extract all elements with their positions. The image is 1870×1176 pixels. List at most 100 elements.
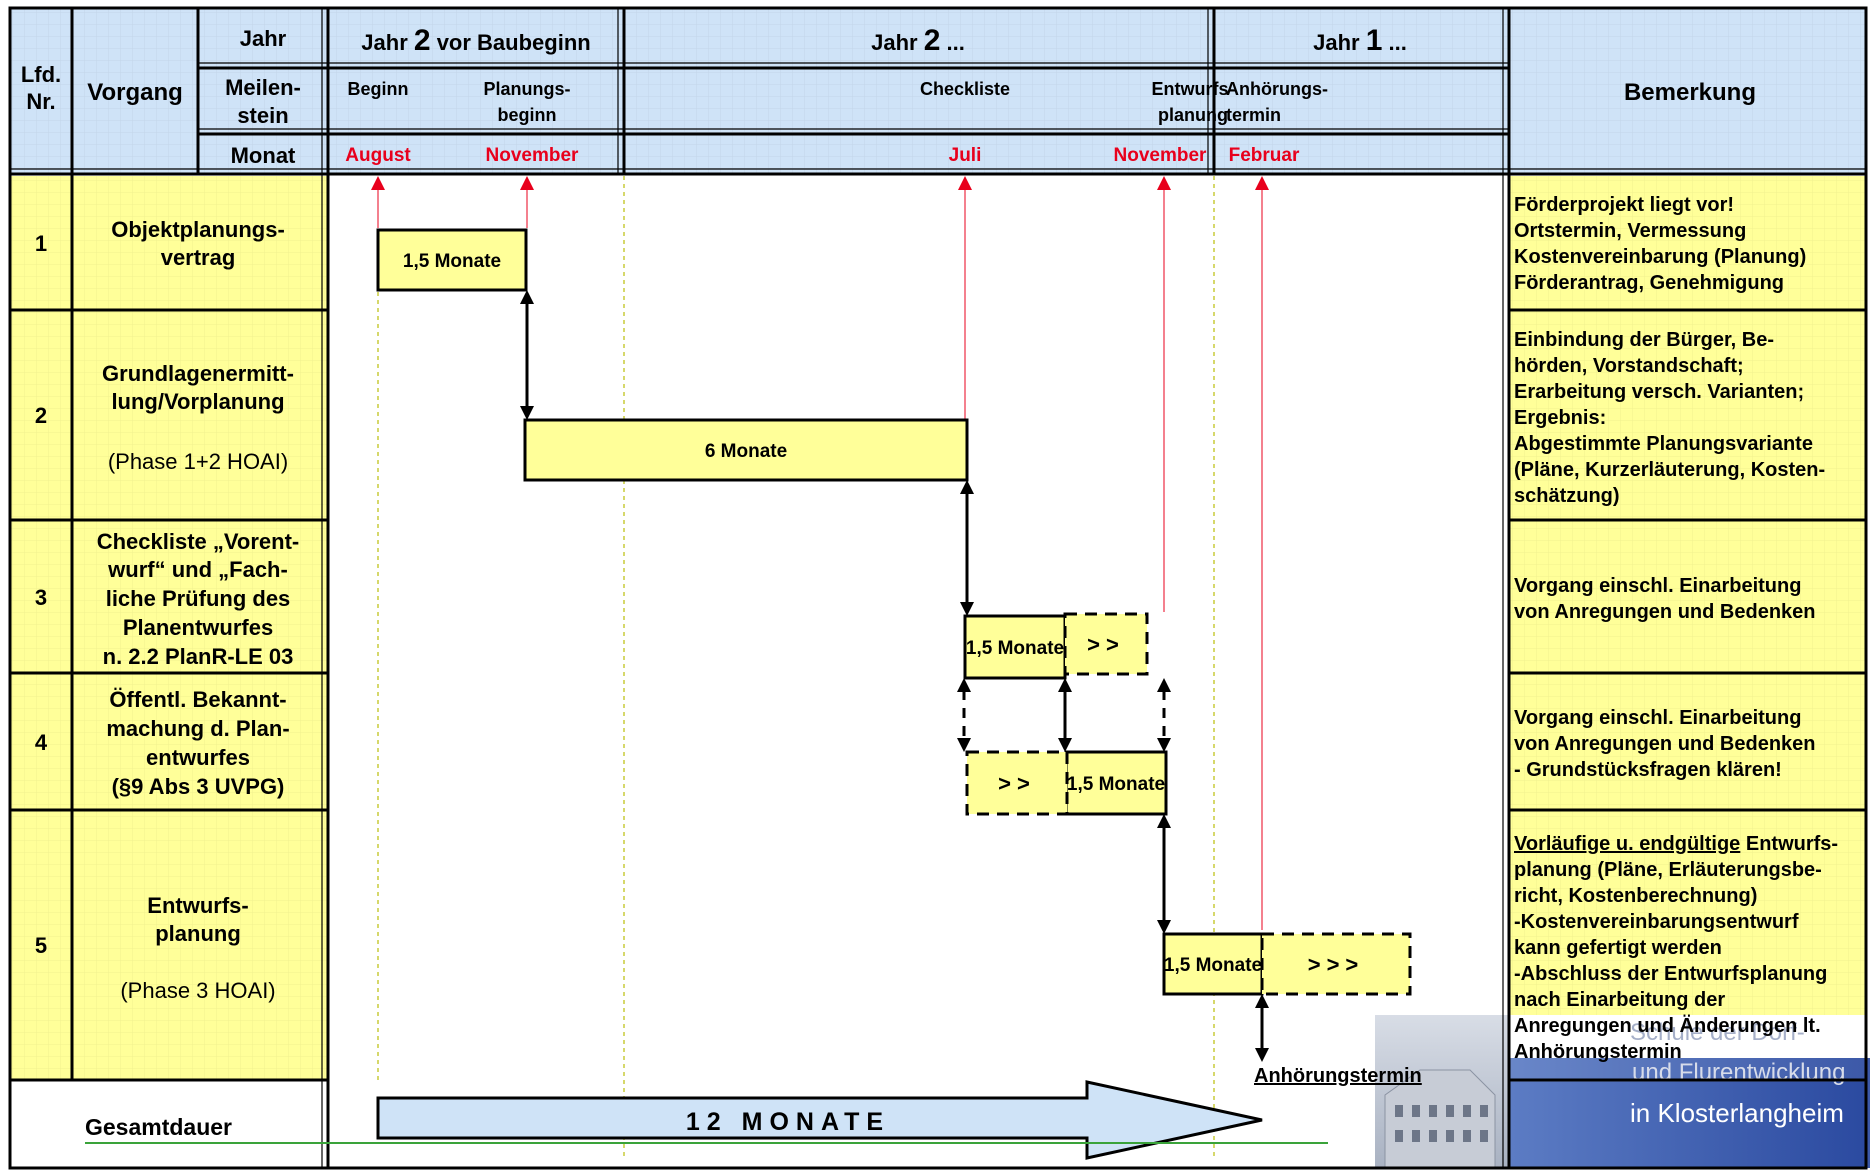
gantt-bar [1162,932,1264,996]
remark-line: richt, Kostenberechnung) [1514,885,1757,907]
gantt-extension [1063,612,1149,676]
gantt-bar [963,614,1067,680]
row-vorgang: Checkliste „Vorent- [97,529,300,554]
gantt-bar [523,418,969,482]
row-vorgang: vertrag [161,245,236,270]
remark-line: Förderantrag, Genehmigung [1514,272,1784,294]
bemerkung-header: Bemerkung [1624,79,1756,106]
remark-line: Anhörungstermin [1514,1041,1682,1063]
dependency-arrows [520,290,1269,1062]
milestone-arrowhead [1255,176,1269,190]
row-vorgang: entwurfes [146,745,250,770]
remark-line: Einbindung der Bürger, Be- [1514,329,1774,351]
lfd-header: Nr. [26,89,55,114]
row-number: 3 [35,585,47,610]
row-vorgang: Entwurfs- [147,893,248,918]
arrowhead [957,738,971,752]
remark-line: von Anregungen und Bedenken [1514,733,1816,755]
arrowhead [520,406,534,420]
row-vorgang: machung d. Plan- [106,716,289,741]
arrowhead [1157,920,1171,934]
header-grid [10,8,1866,173]
remark-line: -Kostenvereinbarungsentwurf [1514,911,1799,933]
remark-line: Anregungen und Änderungen lt. [1514,1014,1821,1037]
milestone-label: Planungs- [483,79,570,99]
milestone-arrowhead [520,176,534,190]
gantt-extension [1260,932,1412,996]
logo-text-3: in Klosterlangheim [1630,1098,1844,1128]
remark-line: kann gefertigt werden [1514,937,1722,959]
remark-line: hörden, Vorstandschaft; [1514,355,1744,377]
arrowhead [1058,738,1072,752]
arrowhead [960,602,974,616]
meilenstein-label: stein [237,103,288,128]
milestone-label: planung [1158,105,1228,125]
table-grid [8,6,1868,1170]
year-label: Jahr 2 ... [871,24,965,57]
row-vorgang: Objektplanungs- [111,217,285,242]
row-vorgang: (§9 Abs 3 UVPG) [112,774,285,799]
gantt-bars [376,228,1412,996]
gantt-bar [1064,750,1168,816]
milestone-label: Beginn [348,79,409,99]
left-columns [10,176,328,1080]
gesamtdauer-cell [10,1082,328,1167]
milestone-label: Checkliste [920,79,1010,99]
remark-line: nach Einarbeitung der [1514,989,1725,1011]
milestone-label: beginn [498,105,557,125]
gantt-bar-label: 1,5 Monate [1164,955,1262,976]
remark-line: planung (Pläne, Erläuterungsbe- [1514,859,1822,881]
extension-label: >> [1087,632,1125,657]
monat-label: Monat [231,143,296,168]
gantt-bar-label: 1,5 Monate [966,638,1064,659]
gesamtdauer-label: Gesamtdauer [85,1114,232,1140]
extension-label: >>> [1308,952,1365,977]
remark-line: Kostenvereinbarung (Planung) [1514,246,1806,268]
gantt-bar-label: 1,5 Monate [1067,774,1165,795]
year-label: Jahr 1 ... [1313,24,1407,57]
row-vorgang: Grundlagenermitt- [102,361,294,386]
milestone-month: Februar [1229,145,1300,166]
milestone-month: November [1114,145,1208,166]
remark-line: Vorgang einschl. Einarbeitung [1514,707,1801,729]
remark-line: Erarbeitung versch. Varianten; [1514,381,1804,403]
arrowhead [1157,814,1171,828]
remark-line: Abgestimmte Planungsvariante [1514,433,1813,455]
gantt-bar [376,228,528,292]
remark-line: Vorgang einschl. Einarbeitung [1514,575,1801,597]
milestone-month: November [486,145,580,166]
milestone-arrowhead [371,176,385,190]
arrowhead [1157,678,1171,692]
row-phase: (Phase 3 HOAI) [120,978,275,1003]
remark-line: (Pläne, Kurzerläuterung, Kosten- [1514,459,1825,481]
milestone-label: Anhörungs- [1226,79,1328,99]
row-number: 4 [35,730,48,755]
milestone-label: termin [1226,105,1281,125]
remark-line: von Anregungen und Bedenken [1514,601,1816,623]
row-vorgang: lung/Vorplanung [111,389,284,414]
remark-line: schätzung) [1514,485,1620,507]
milestone-month: Juli [949,145,982,166]
remark-line: - Grundstücksfragen klären! [1514,759,1782,781]
gantt-bar-label: 1,5 Monate [403,251,501,272]
remark-line: Förderprojekt liegt vor! [1514,194,1734,216]
arrowhead [957,678,971,692]
remark-line: Vorläufige u. endgültige Entwurfs- [1514,833,1838,855]
arrowhead [1058,678,1072,692]
milestone-arrowheads [371,176,1269,190]
logo-image: Schule der Dorf- und Flurentwicklung in … [1375,1015,1870,1168]
remark-line: Ergebnis: [1514,407,1606,429]
row-number: 5 [35,933,47,958]
year-dividers [377,176,1215,1160]
arrowhead [1255,1048,1269,1062]
milestone-label: Entwurfs- [1152,79,1235,99]
row-vorgang: Öffentl. Bekannt- [109,687,286,712]
extension-label: >> [998,771,1036,796]
arrowhead [1255,994,1269,1008]
arrowhead [960,480,974,494]
anhoerungstermin-label: Anhörungstermin [1254,1065,1422,1087]
gantt-bar-label: 6 Monate [705,441,787,462]
row-number: 2 [35,403,47,428]
jahr-label: Jahr [240,26,287,51]
